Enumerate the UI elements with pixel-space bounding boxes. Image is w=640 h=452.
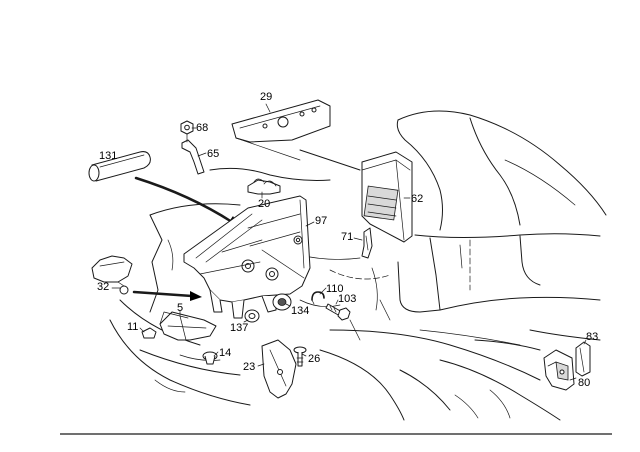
leader-lines bbox=[111, 103, 587, 381]
callout-26: 26 bbox=[308, 353, 320, 365]
callout-23: 23 bbox=[243, 361, 255, 373]
callout-131: 131 bbox=[99, 150, 117, 162]
callout-68: 68 bbox=[196, 122, 208, 134]
part-14-clip bbox=[202, 351, 218, 365]
callout-97: 97 bbox=[315, 215, 327, 227]
callout-103: 103 bbox=[338, 293, 356, 305]
part-32-bracket bbox=[91, 255, 133, 295]
callout-65: 65 bbox=[207, 148, 219, 160]
part-134-mount bbox=[272, 293, 292, 311]
part-68-nut bbox=[180, 120, 194, 135]
part-137-grommet bbox=[244, 309, 260, 323]
part-83-bracket bbox=[575, 341, 591, 377]
callout-137: 137 bbox=[230, 322, 248, 334]
callout-29: 29 bbox=[260, 91, 272, 103]
part-29-bracket bbox=[231, 99, 331, 161]
part-11-clip bbox=[141, 327, 157, 339]
part-23-bracket bbox=[261, 339, 297, 399]
callout-110: 110 bbox=[326, 283, 344, 295]
callout-11: 11 bbox=[127, 321, 138, 333]
part-131-tube bbox=[88, 151, 151, 182]
callout-62: 62 bbox=[411, 193, 423, 205]
part-110-hook bbox=[311, 291, 325, 305]
part-20-clip bbox=[247, 178, 281, 195]
callout-134: 134 bbox=[291, 305, 309, 317]
part-65-clip bbox=[181, 133, 205, 175]
part-71-bracket bbox=[361, 227, 373, 259]
part-5-plate bbox=[159, 311, 217, 341]
callout-labels: 29 68 65 131 20 97 62 71 32 110 103 5 13… bbox=[97, 91, 598, 389]
callout-32: 32 bbox=[97, 281, 109, 293]
arrow-131 bbox=[134, 176, 240, 228]
callout-20: 20 bbox=[258, 198, 270, 210]
callout-71: 71 bbox=[341, 231, 353, 243]
part-97-panel bbox=[183, 195, 311, 319]
part-80-bracket bbox=[543, 349, 575, 391]
arrow-32 bbox=[132, 290, 202, 301]
callout-83: 83 bbox=[586, 331, 598, 343]
part-26-pin bbox=[293, 346, 307, 367]
part-103-bolt bbox=[325, 303, 351, 321]
callout-5: 5 bbox=[177, 302, 183, 314]
car-body-outline bbox=[109, 110, 607, 421]
callout-14: 14 bbox=[219, 347, 231, 359]
part-62-box bbox=[361, 151, 413, 243]
callout-80: 80 bbox=[578, 377, 590, 389]
